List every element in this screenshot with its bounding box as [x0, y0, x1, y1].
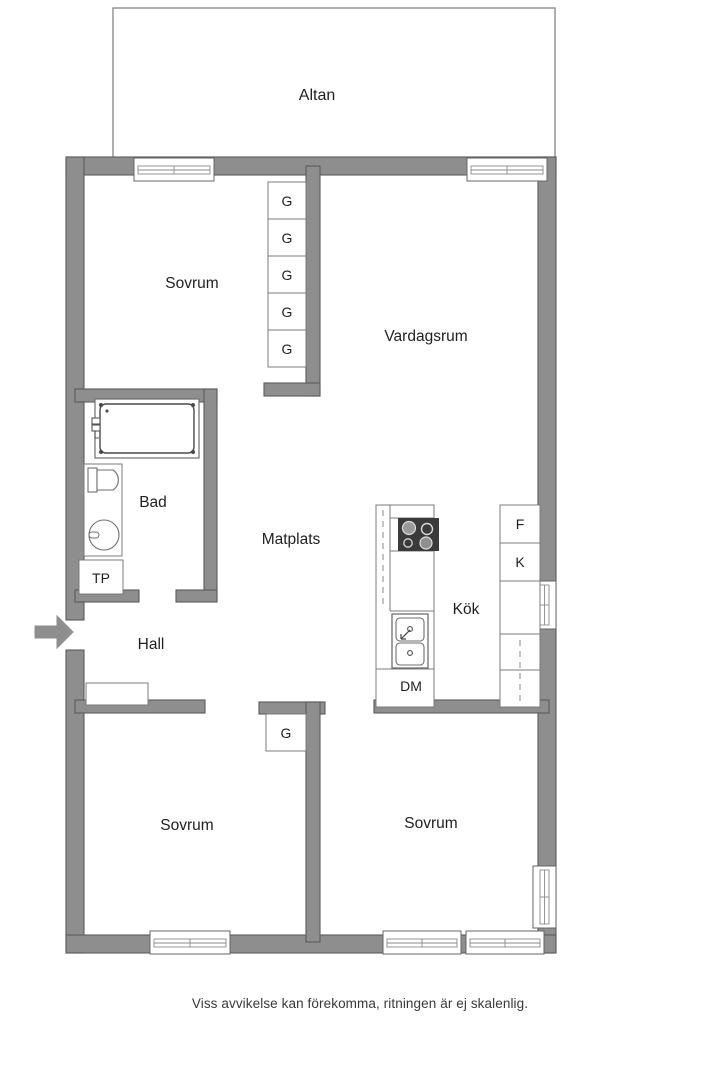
- win-bedroom-se-bot1: [382, 930, 462, 955]
- kitchen-sink-icon: [391, 613, 429, 669]
- closet-g-1-label: G: [282, 193, 293, 209]
- wall-closet-spine: [305, 165, 321, 397]
- closet-g-2: [267, 218, 307, 257]
- dishwasher-label: DM: [400, 678, 422, 694]
- room-label-matplats: Matplats: [262, 531, 321, 548]
- disclaimer-caption: Viss avvikelse kan förekomma, ritningen …: [191, 996, 529, 1011]
- closet-g-hall-label: G: [281, 725, 292, 741]
- altan-outline: [112, 7, 556, 164]
- closet-hall: G: [265, 713, 307, 752]
- closet-g-2-label: G: [282, 230, 293, 246]
- kitchen-right-run: F K: [499, 504, 541, 708]
- wall-closet-foot: [263, 382, 321, 397]
- bathtub-corner-icon: [191, 403, 195, 407]
- win-bedroom-se-bot2: [465, 930, 545, 955]
- room-label-sovrum-sw: Sovrum: [160, 817, 213, 834]
- room-label-kok: Kök: [453, 601, 480, 618]
- altan-label: Altan: [299, 87, 335, 104]
- closet-g-hall: [265, 713, 307, 752]
- washbasin-icon: [88, 519, 120, 551]
- bathtub-corner-icon: [191, 450, 195, 454]
- altan-area: Altan: [112, 7, 556, 164]
- bathtub-drain-icon: [105, 409, 109, 413]
- room-label-hall: Hall: [138, 636, 165, 653]
- room-label-sovrum-se: Sovrum: [404, 815, 457, 832]
- wall-bad-east: [203, 388, 218, 602]
- washer-label: TP: [92, 570, 110, 586]
- wall-south-divider: [305, 701, 321, 943]
- room-labels: Sovrum Vardagsrum Bad Matplats Kök Hall …: [138, 275, 480, 834]
- wall-bad-south-right: [175, 589, 218, 603]
- bathroom-fixtures: TP: [78, 398, 200, 595]
- fridge-label: K: [515, 554, 525, 570]
- closet-g-3-label: G: [282, 267, 293, 283]
- closet-g-5: [267, 329, 307, 368]
- closet-g-4-label: G: [282, 304, 293, 320]
- toilet-icon: [87, 467, 119, 493]
- win-bedroom-sw-bot: [149, 930, 231, 955]
- closet-g-1: [267, 181, 307, 220]
- closet-g-5-label: G: [282, 341, 293, 357]
- bathtub-basin: [99, 403, 195, 454]
- room-label-vardagsrum: Vardagsrum: [384, 328, 467, 345]
- wall-east: [537, 156, 557, 954]
- washer-box: [78, 559, 124, 595]
- win-living-top: [466, 157, 548, 182]
- closet-g-4: [267, 292, 307, 331]
- freezer-label: F: [516, 516, 525, 532]
- hall-bench: [85, 682, 149, 706]
- room-label-bad: Bad: [139, 494, 167, 511]
- wall-west-lower: [65, 649, 85, 954]
- cooktop-icon: [398, 518, 439, 551]
- closet-column-living: G G G G G: [267, 181, 307, 368]
- win-bedroom-se-east: [532, 865, 557, 929]
- closet-g-3: [267, 255, 307, 294]
- entry-arrow: [34, 614, 74, 650]
- bathtub-corner-icon: [99, 450, 103, 454]
- win-bedroom-nw-top: [133, 157, 215, 182]
- kitchen-left-run: DM: [375, 504, 439, 708]
- bathtub-faucet-icon: [91, 417, 101, 439]
- windows-group: [133, 157, 557, 955]
- interior-walls: [74, 165, 550, 943]
- bathtub-corner-icon: [99, 403, 103, 407]
- room-label-sovrum-nw: Sovrum: [165, 275, 218, 292]
